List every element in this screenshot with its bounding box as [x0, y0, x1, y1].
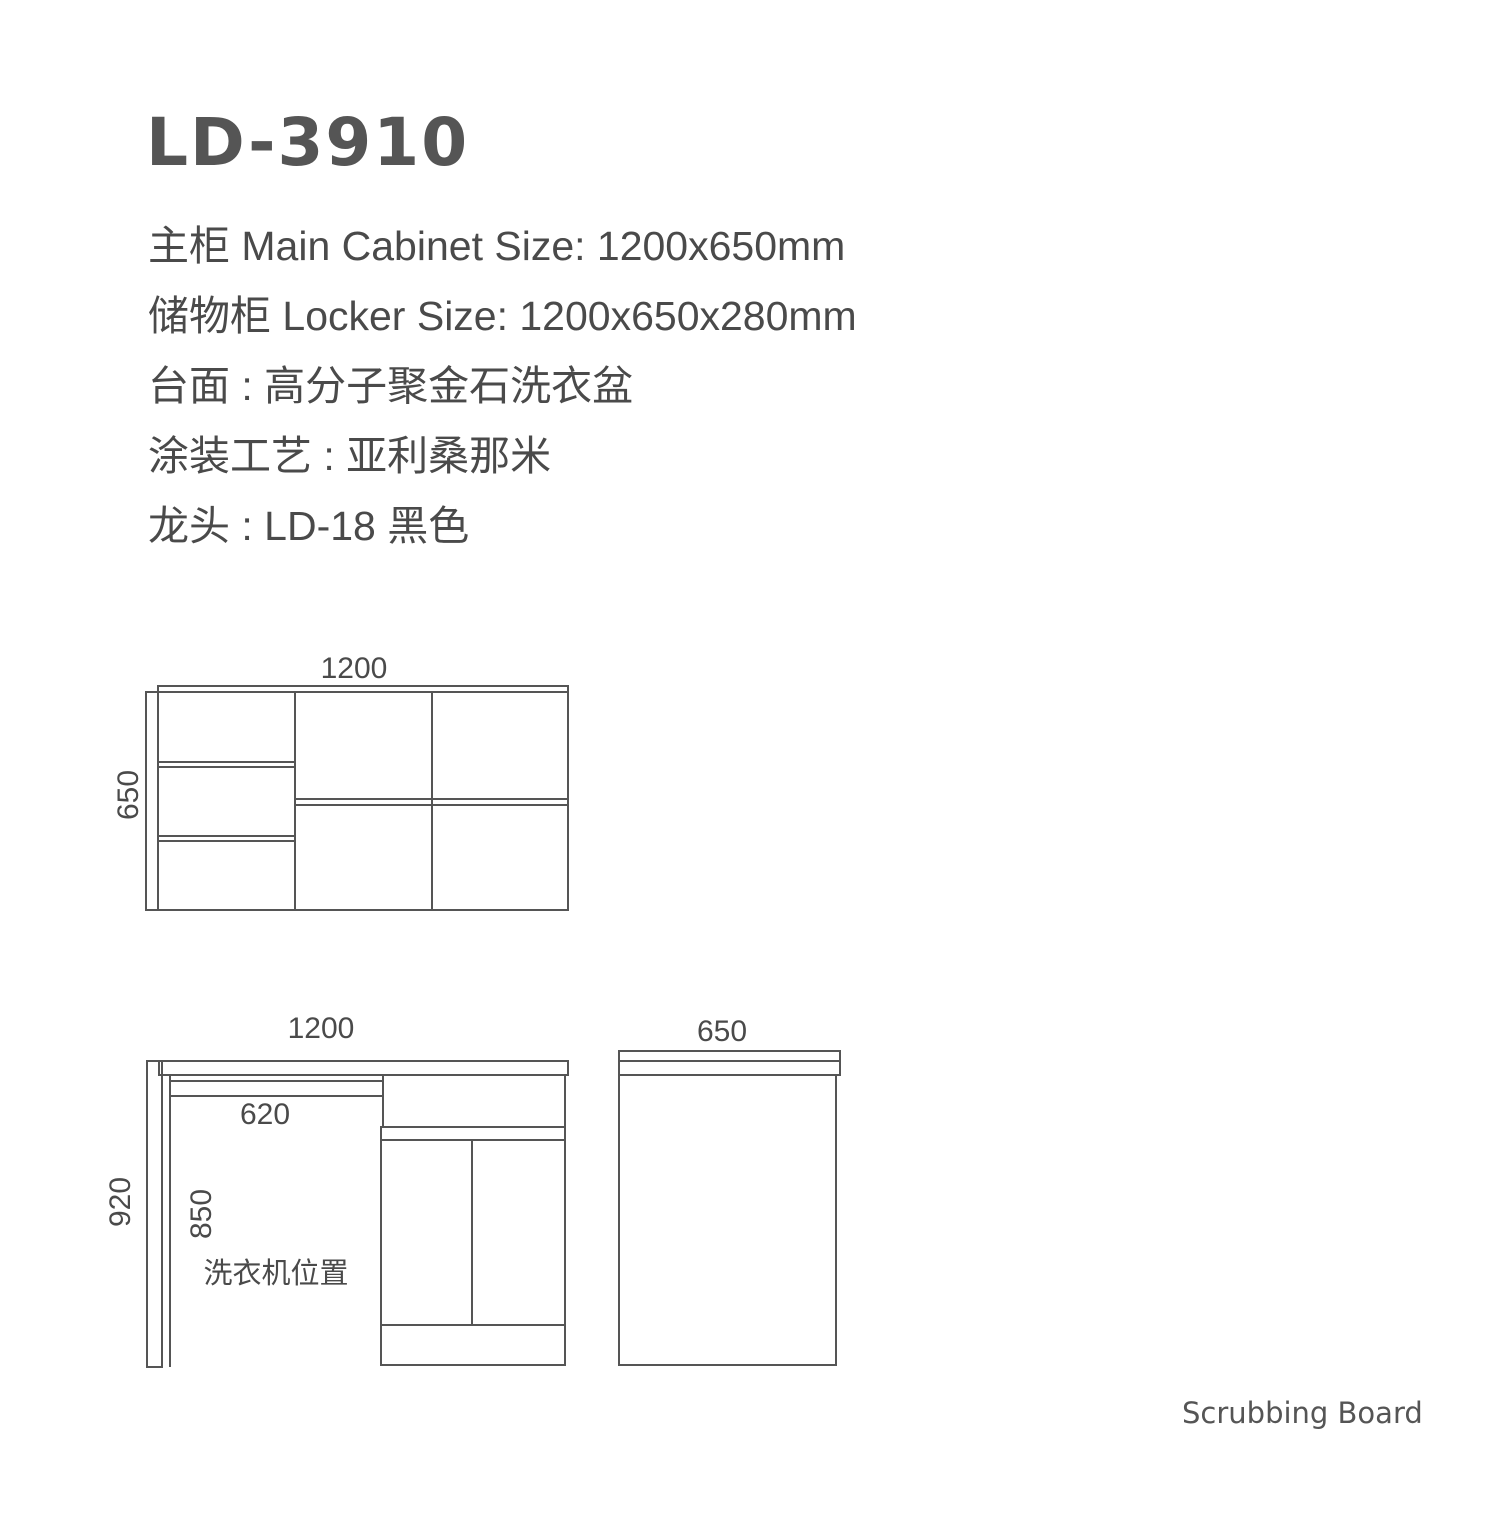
washing-machine-position-label: 洗衣机位置: [203, 1257, 348, 1290]
opening-height-label: 850: [185, 1189, 218, 1239]
front-view-height-label: 920: [104, 1177, 137, 1227]
spec-main-cabinet: 主柜 Main Cabinet Size: 1200x650mm: [148, 223, 846, 269]
footer-caption: Scrubbing Board: [1182, 1396, 1423, 1430]
front-view-drawing: [146, 1060, 569, 1368]
top-view-drawing: [145, 685, 569, 911]
opening-width-label: 620: [240, 1098, 290, 1131]
spec-faucet: 龙头 : LD-18 黑色: [148, 503, 470, 549]
side-view-drawing: [618, 1050, 841, 1366]
spec-locker: 储物柜 Locker Size: 1200x650x280mm: [148, 293, 857, 339]
top-view-depth-label: 650: [112, 770, 145, 820]
product-model-title: LD-3910: [146, 104, 470, 181]
front-view-width-label: 1200: [288, 1012, 355, 1045]
top-view-width-label: 1200: [321, 652, 388, 685]
spec-finish: 涂装工艺 : 亚利桑那米: [148, 433, 552, 479]
spec-countertop: 台面 : 高分子聚金石洗衣盆: [148, 363, 634, 409]
side-view-depth-label: 650: [697, 1015, 747, 1048]
